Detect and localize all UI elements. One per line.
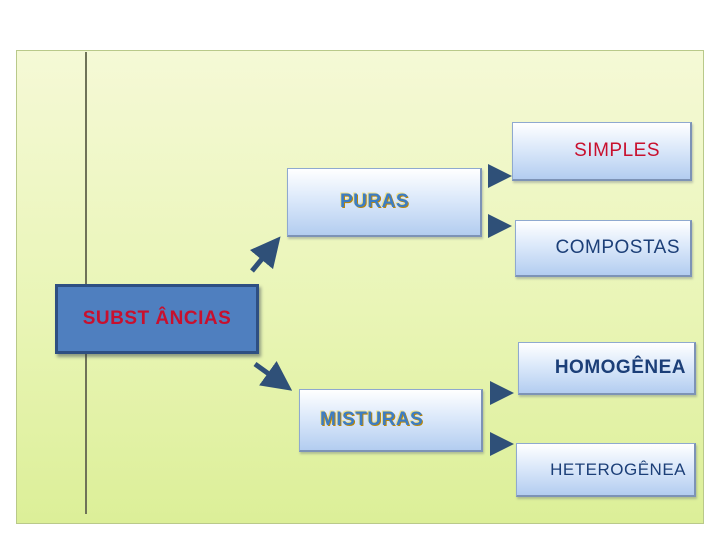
arrow-to-misturas — [253, 361, 293, 391]
vertical-guide-line — [85, 52, 87, 514]
node-compostas: COMPOSTAS — [515, 220, 692, 277]
node-substancias-label: SUBST ÂNCIAS — [82, 308, 232, 329]
node-puras: PURAS — [287, 168, 482, 237]
arrow-to-puras — [249, 236, 281, 273]
node-heterogenea: HETEROGÊNEA — [516, 443, 696, 497]
node-substancias: SUBST ÂNCIAS — [55, 284, 259, 354]
node-puras-label: PURAS — [340, 191, 410, 212]
node-heterogenea-label: HETEROGÊNEA — [550, 459, 686, 479]
node-simples: SIMPLES — [512, 122, 692, 181]
node-compostas-label: COMPOSTAS — [555, 237, 680, 258]
node-misturas-label: MISTURAS — [320, 409, 424, 430]
node-homogenea: HOMOGÊNEA — [518, 342, 696, 395]
node-misturas: MISTURAS — [299, 389, 483, 452]
node-homogenea-label: HOMOGÊNEA — [554, 357, 686, 378]
node-simples-label: SIMPLES — [574, 140, 660, 161]
